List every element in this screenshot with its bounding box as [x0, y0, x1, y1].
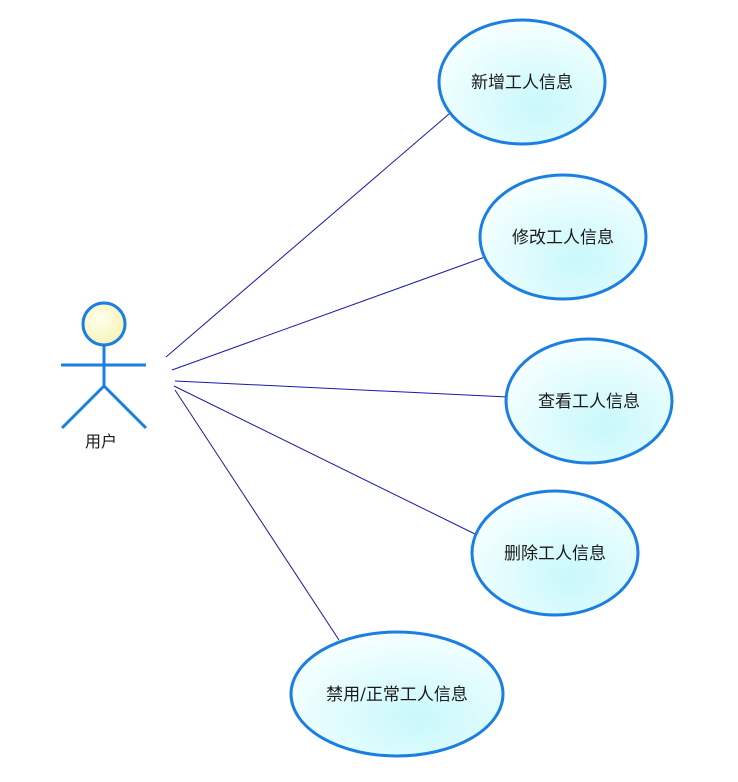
actor-left-leg — [60, 384, 106, 430]
use-case-ellipse — [478, 173, 648, 301]
actor-label: 用户 — [85, 432, 117, 451]
actor-head-icon — [81, 301, 127, 347]
actor-right-leg — [102, 384, 148, 430]
use-case-label: 删除工人信息 — [504, 544, 606, 564]
use-case-delete-worker[interactable]: 删除工人信息 — [470, 489, 640, 617]
use-case-view-worker[interactable]: 查看工人信息 — [504, 337, 674, 465]
use-case-edit-worker[interactable]: 修改工人信息 — [478, 173, 648, 301]
association-line-view — [174, 380, 509, 398]
use-case-label: 修改工人信息 — [512, 228, 614, 248]
use-case-label: 禁用/正常工人信息 — [326, 685, 468, 705]
use-case-label: 查看工人信息 — [538, 392, 640, 412]
use-case-ellipse — [437, 18, 607, 146]
use-case-ellipse — [504, 337, 674, 465]
association-line-add — [165, 113, 450, 358]
use-case-disable-worker[interactable]: 禁用/正常工人信息 — [289, 630, 505, 758]
association-line-delete — [173, 385, 478, 536]
associations — [165, 113, 509, 641]
actor-user[interactable]: 用户 — [60, 301, 148, 451]
use-case-label: 新增工人信息 — [471, 73, 573, 93]
use-case-add-worker[interactable]: 新增工人信息 — [437, 18, 607, 146]
association-line-edit — [171, 256, 486, 371]
use-case-ellipse — [289, 630, 505, 758]
use-case-ellipse — [470, 489, 640, 617]
association-line-disable — [174, 389, 340, 641]
